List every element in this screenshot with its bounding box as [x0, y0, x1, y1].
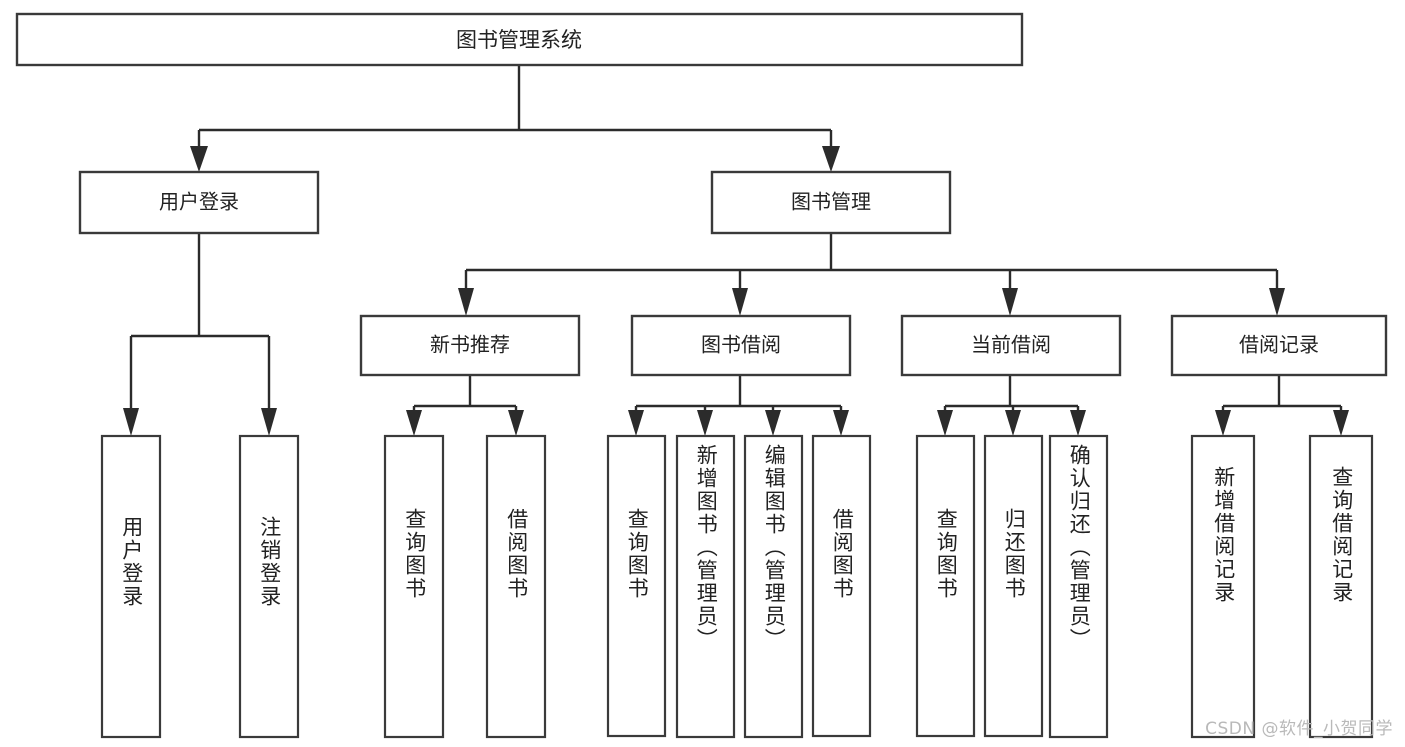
connector-group-new-book-recommend	[406, 375, 524, 436]
node-new-book-recommend-rect[interactable]	[359, 314, 581, 377]
node-new-book-recommend[interactable]: 新书推荐	[359, 314, 581, 377]
arrow-head-leaf-borrow-book	[833, 410, 849, 436]
arrow-head-current-borrow	[1002, 288, 1018, 316]
node-root-rect[interactable]	[15, 12, 1024, 67]
arrow-head-user-login	[190, 146, 208, 172]
arrow-head-new-book-recommend	[458, 288, 474, 316]
leaf-add-borrow-record-rect[interactable]	[1190, 434, 1256, 739]
node-user-login[interactable]: 用户登录	[78, 170, 320, 235]
connector-group-current-borrow	[937, 375, 1086, 436]
arrow-head-leaf-query-book-borrow	[628, 410, 644, 436]
arrow-head-leaf-edit-book-admin	[765, 410, 781, 436]
node-borrow-record-label: 借阅记录	[1239, 333, 1319, 357]
node-root-label: 图书管理系统	[456, 28, 582, 52]
leaf-confirm-return-admin-rect[interactable]	[1048, 434, 1109, 739]
node-borrow-record-rect[interactable]	[1170, 314, 1388, 377]
node-borrow-record[interactable]: 借阅记录	[1170, 314, 1388, 377]
arrow-head-leaf-add-book-admin	[697, 410, 713, 436]
arrow-head-leaf-borrow-book-recommend	[508, 410, 524, 436]
node-current-borrow-rect[interactable]	[900, 314, 1122, 377]
connector-group-root	[190, 65, 840, 172]
connector-group-book-borrow	[628, 375, 849, 436]
arrow-head-leaf-user-login	[123, 408, 139, 436]
node-user-login-label: 用户登录	[159, 190, 239, 214]
leaf-add-book-admin-rect[interactable]	[675, 434, 736, 739]
arrow-head-leaf-logout	[261, 408, 277, 436]
connector-group-user-login	[123, 233, 277, 436]
leaf-query-book-current-rect[interactable]	[915, 434, 976, 738]
node-current-borrow-label: 当前借阅	[971, 333, 1051, 357]
leaf-query-book-borrow-rect[interactable]	[606, 434, 667, 738]
node-book-management[interactable]: 图书管理	[710, 170, 952, 235]
arrow-head-leaf-confirm-return-admin	[1070, 410, 1086, 436]
node-book-borrow-label: 图书借阅	[701, 333, 781, 357]
arrow-head-book-management	[822, 146, 840, 172]
arrow-head-leaf-query-book-current	[937, 410, 953, 436]
arrow-head-leaf-query-borrow-record	[1333, 410, 1349, 436]
leaf-edit-book-admin-rect[interactable]	[743, 434, 804, 739]
node-book-management-label: 图书管理	[791, 190, 871, 214]
arrow-head-book-borrow	[732, 288, 748, 316]
node-book-borrow-rect[interactable]	[630, 314, 852, 377]
node-book-management-rect[interactable]	[710, 170, 952, 235]
arrow-head-borrow-record	[1269, 288, 1285, 316]
connector-group-borrow-record	[1215, 375, 1349, 436]
leaf-user-login-rect[interactable]	[100, 434, 162, 739]
leaf-return-book-rect[interactable]	[983, 434, 1044, 738]
leaf-boxes	[100, 434, 1374, 739]
connector-group-book-management	[458, 233, 1285, 316]
watermark-text: CSDN @软件_小贺同学	[1205, 719, 1393, 739]
leaf-query-book-recommend-rect[interactable]	[383, 434, 445, 739]
arrow-head-leaf-query-book-recommend	[406, 410, 422, 436]
arrow-head-leaf-return-book	[1005, 410, 1021, 436]
leaf-logout-rect[interactable]	[238, 434, 300, 739]
node-new-book-recommend-label: 新书推荐	[430, 333, 510, 357]
leaf-borrow-book-rect[interactable]	[811, 434, 872, 738]
node-current-borrow[interactable]: 当前借阅	[900, 314, 1122, 377]
leaf-borrow-book-recommend-rect[interactable]	[485, 434, 547, 739]
node-root[interactable]: 图书管理系统	[15, 12, 1024, 67]
leaf-query-borrow-record-rect[interactable]	[1308, 434, 1374, 739]
arrow-head-leaf-add-borrow-record	[1215, 410, 1231, 436]
node-book-borrow[interactable]: 图书借阅	[630, 314, 852, 377]
node-user-login-rect[interactable]	[78, 170, 320, 235]
